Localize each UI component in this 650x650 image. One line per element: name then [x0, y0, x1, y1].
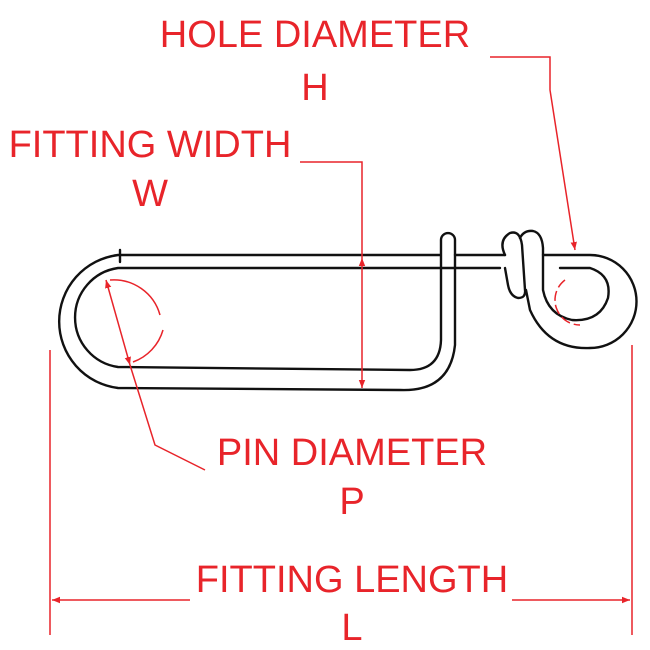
pin-arrow: [105, 279, 131, 366]
fitting-length-label: FITTING LENGTH: [196, 559, 508, 601]
hole-diameter-symbol: H: [301, 67, 328, 109]
pin-diameter-label: PIN DIAMETER: [217, 432, 487, 474]
hole-diameter-leader: [490, 56, 577, 251]
pin-diameter-symbol: P: [339, 481, 364, 523]
fitting-length-symbol: L: [341, 607, 362, 649]
width-leader: [300, 161, 363, 258]
snap-clip-outline: [58, 229, 638, 392]
hole-diameter-label: HOLE DIAMETER: [160, 14, 470, 56]
fitting-width-label: FITTING WIDTH: [9, 124, 292, 166]
hole-circle: [554, 279, 581, 326]
pin-leader: [129, 364, 206, 471]
dimension-lines: [49, 56, 633, 635]
fitting-width-symbol: W: [132, 173, 168, 215]
